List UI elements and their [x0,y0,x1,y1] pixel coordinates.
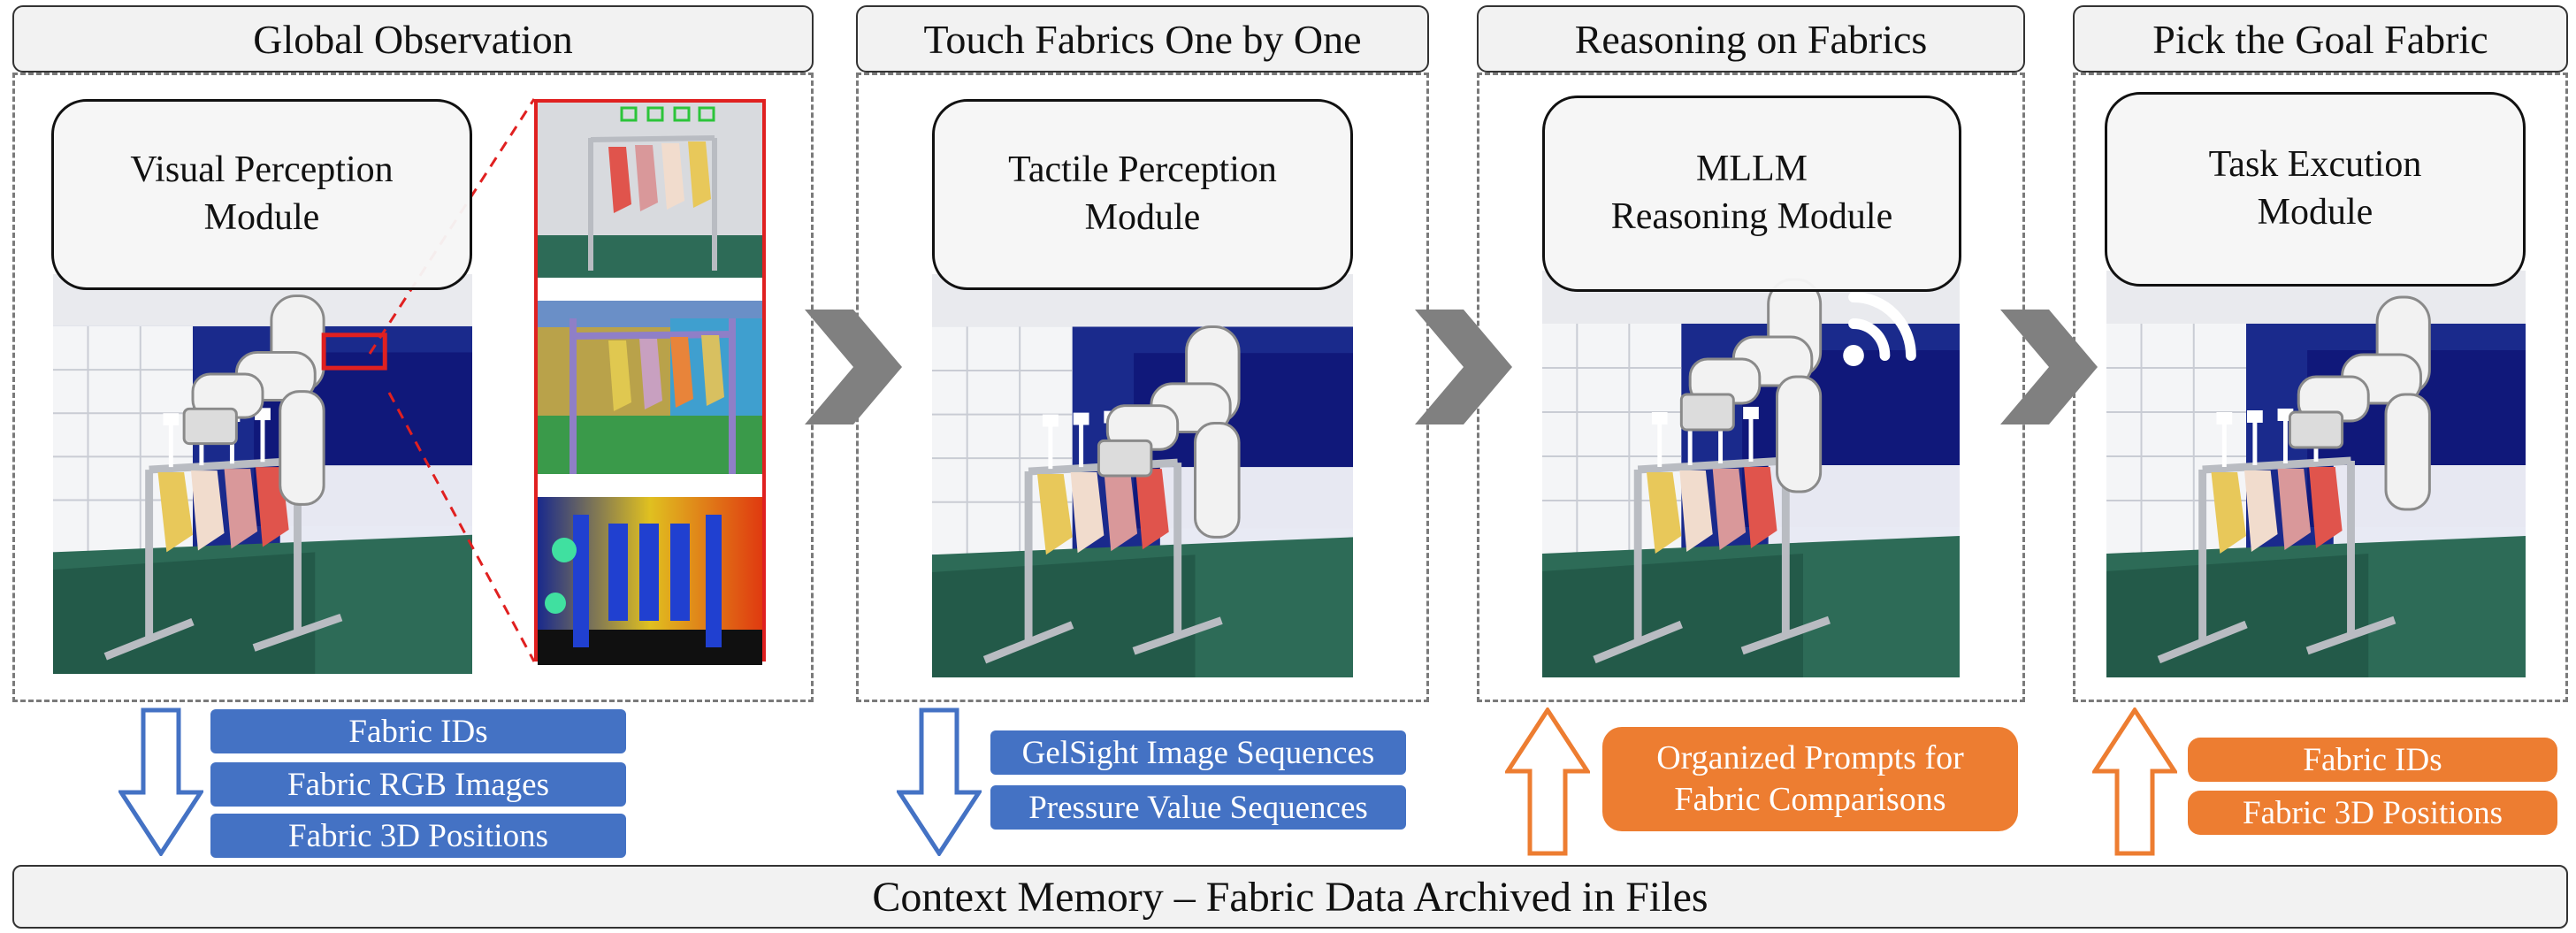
stage-1-frame [12,73,814,702]
stage-3-title: Reasoning on Fabrics [1574,16,1928,62]
module-1-line2: Module [203,197,320,238]
zoom-inset-panel [534,99,766,665]
segmentation-crop-image [538,301,762,474]
stage-2-module: Tactile Perception Module [932,99,1353,290]
down-arrow-icon-2 [897,707,982,856]
stage-2-header: Touch Fabrics One by One [856,5,1429,73]
stage-1-module: Visual Perception Module [51,99,472,290]
stage-4-robot-photo [2106,271,2526,677]
module-2-line2: Module [1084,197,1201,238]
module-3-line2: Reasoning Module [1610,196,1893,237]
stage-1-header: Global Observation [12,5,814,73]
stage-1-robot-photo [53,274,472,674]
down-arrow-icon-1 [118,707,203,856]
stage-3-organized-prompts: Organized Prompts for Fabric Comparisons [1602,727,2018,831]
stage-3-header: Reasoning on Fabrics [1477,5,2025,73]
stage-1-title: Global Observation [253,16,573,62]
stage-1-output-fabric-ids: Fabric IDs [210,709,626,753]
stage-2-title: Touch Fabrics One by One [923,16,1362,62]
stage-1-output-3d-positions: Fabric 3D Positions [210,814,626,858]
module-4-line2: Module [2257,192,2373,233]
stage-4-module: Task Excution Module [2105,92,2526,287]
flow-chevron-icon-1 [805,310,902,424]
stage-3-module: MLLM Reasoning Module [1542,96,1961,292]
up-arrow-icon-2 [2092,707,2177,856]
prompts-line1: Organized Prompts for [1656,738,1964,776]
stage-3-robot-photo [1542,271,1960,677]
context-memory-label: Context Memory – Fabric Data Archived in… [872,873,1708,921]
rgb-crop-image [538,103,762,278]
flow-chevron-icon-3 [2000,310,2098,424]
stage-4-header: Pick the Goal Fabric [2073,5,2568,73]
depth-crop-image [538,497,762,665]
module-3-line1: MLLM [1696,149,1808,190]
stage-1-output-rgb-images: Fabric RGB Images [210,762,626,807]
wifi-signal-icon [1843,292,1916,366]
flow-chevron-icon-2 [1415,310,1512,424]
context-memory-bar: Context Memory – Fabric Data Archived in… [12,865,2568,929]
up-arrow-icon-1 [1505,707,1590,856]
stage-4-input-3d-positions: Fabric 3D Positions [2188,791,2557,835]
module-4-line1: Task Excution [2208,144,2422,186]
stage-2-output-gelsight: GelSight Image Sequences [990,730,1406,775]
stage-2-robot-photo [932,274,1353,677]
stage-4-title: Pick the Goal Fabric [2152,16,2488,62]
module-1-line1: Visual Perception [130,149,394,191]
module-2-line1: Tactile Perception [1008,149,1277,191]
stage-2-output-pressure: Pressure Value Sequences [990,785,1406,830]
stage-4-input-fabric-ids: Fabric IDs [2188,738,2557,782]
prompts-line2: Fabric Comparisons [1674,781,1946,818]
